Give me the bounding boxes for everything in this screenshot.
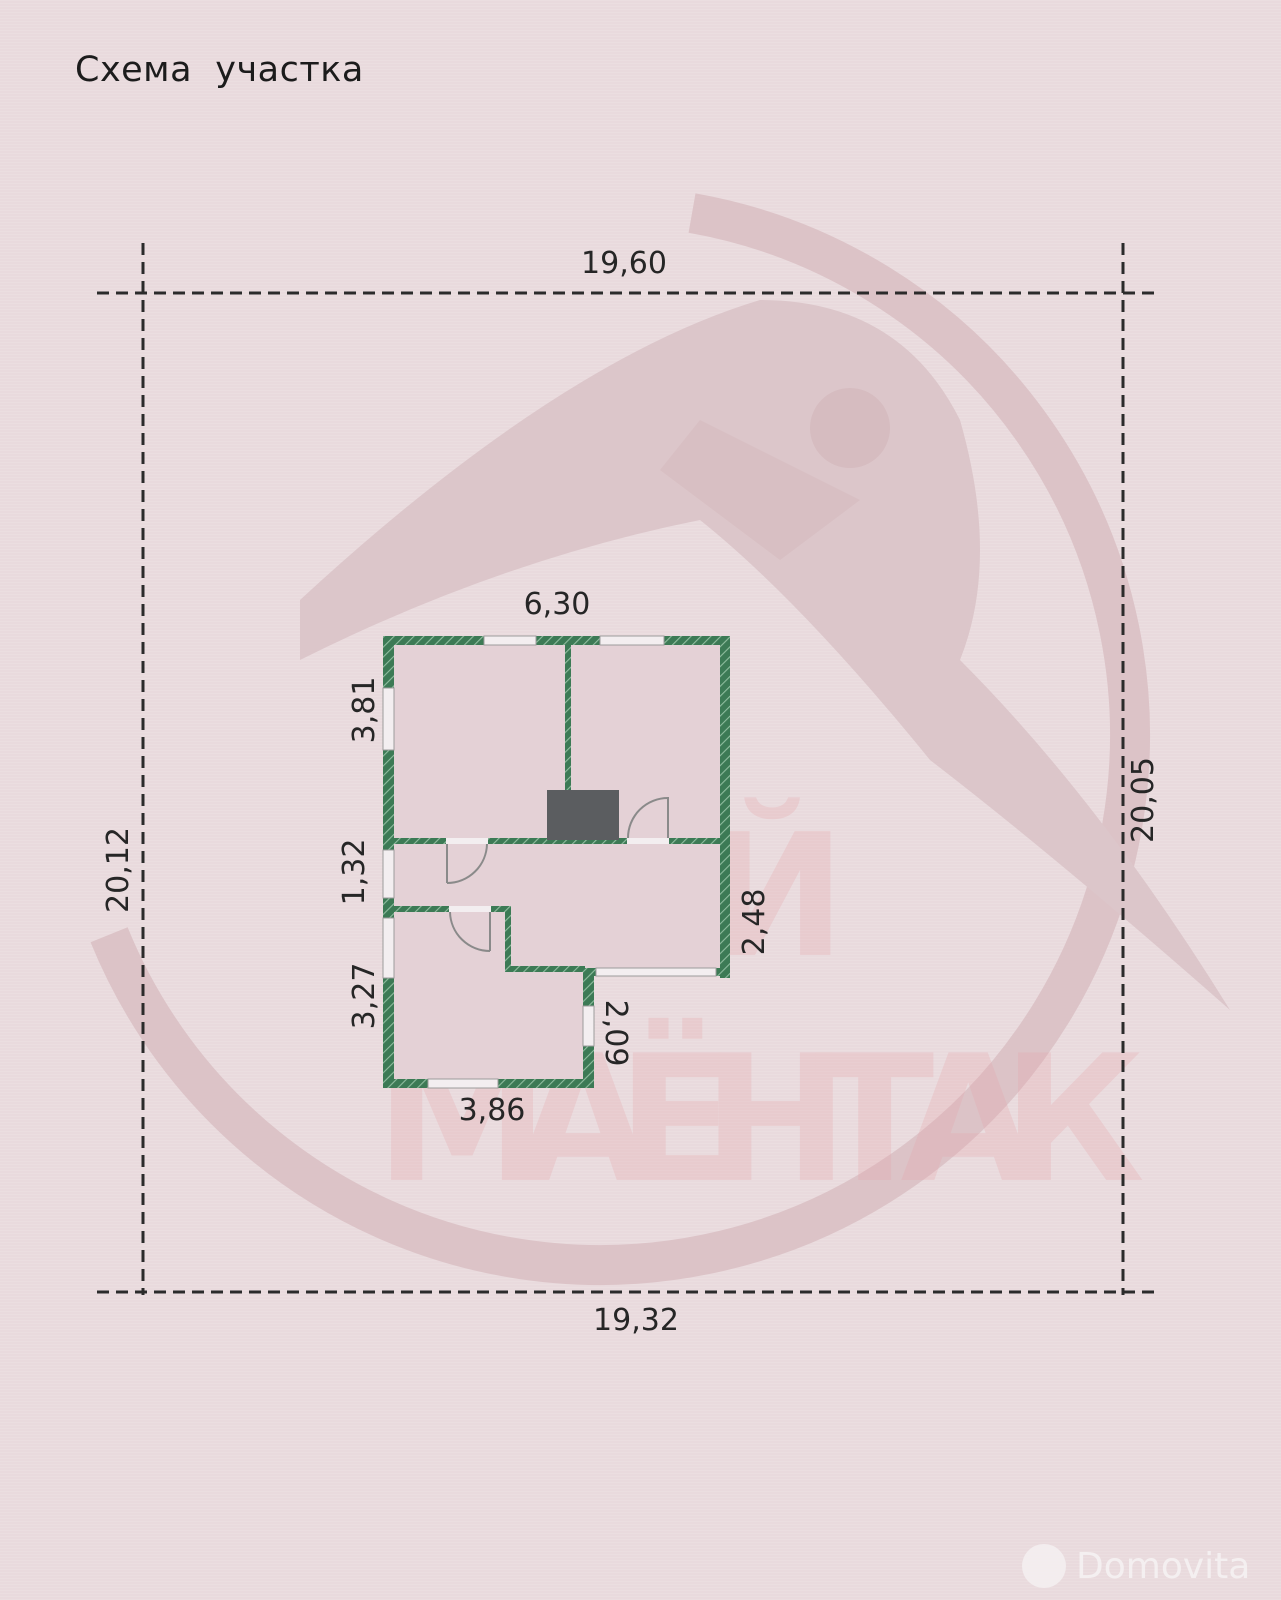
window-bottom <box>427 1078 499 1089</box>
domovita-logo-icon <box>1022 1544 1066 1588</box>
watermark-stork-eye <box>810 388 890 468</box>
house-dim-notch: 2,09 <box>598 1000 633 1067</box>
wall-interior-horizontal-upper <box>390 838 722 844</box>
wall-interior-step-horizontal <box>505 966 585 972</box>
house-dim-left-lower: 3,27 <box>347 963 382 1030</box>
window-top-right <box>599 635 665 646</box>
brand-text: Domovita <box>1076 1545 1251 1587</box>
window-left-middle <box>382 849 395 899</box>
house-dim-left-upper: 3,81 <box>347 677 382 744</box>
watermark-stork-body <box>300 300 1230 1010</box>
plot-dim-bottom: 19,32 <box>593 1303 679 1338</box>
window-notch-horizontal <box>595 967 717 977</box>
plot-dim-right: 20,05 <box>1126 757 1161 843</box>
watermark-stork-beak <box>660 420 860 560</box>
wall-interior-step-vertical <box>505 906 511 972</box>
plot-boundary <box>97 243 1160 1295</box>
house-dim-right: 2,48 <box>737 889 772 956</box>
page-title: Схема участка <box>75 50 364 90</box>
window-notch <box>582 1005 595 1047</box>
windows <box>382 635 717 1089</box>
wall-right <box>720 636 730 978</box>
window-top-left <box>483 635 537 646</box>
house-plan <box>382 635 730 1089</box>
plot-dim-left: 20,12 <box>101 827 136 913</box>
stove <box>547 790 619 840</box>
window-left-upper <box>382 687 395 751</box>
window-left-lower <box>382 917 395 979</box>
watermark-ring <box>50 185 1150 1285</box>
wall-interior-horizontal-lower <box>390 906 506 912</box>
door-room-right <box>627 797 669 844</box>
house-dim-bottom: 3,86 <box>459 1093 526 1128</box>
plot-dim-top: 19,60 <box>581 246 667 281</box>
house-dim-left-middle: 1,32 <box>337 839 372 906</box>
house-floor <box>386 641 722 1080</box>
domovita-watermark: Domovita <box>1022 1540 1250 1592</box>
door-lower-room <box>449 906 491 952</box>
wall-interior-vertical <box>565 643 571 790</box>
doors <box>446 797 669 952</box>
door-hall <box>446 838 488 884</box>
house-dim-top: 6,30 <box>524 587 591 622</box>
wall-top <box>383 636 730 645</box>
